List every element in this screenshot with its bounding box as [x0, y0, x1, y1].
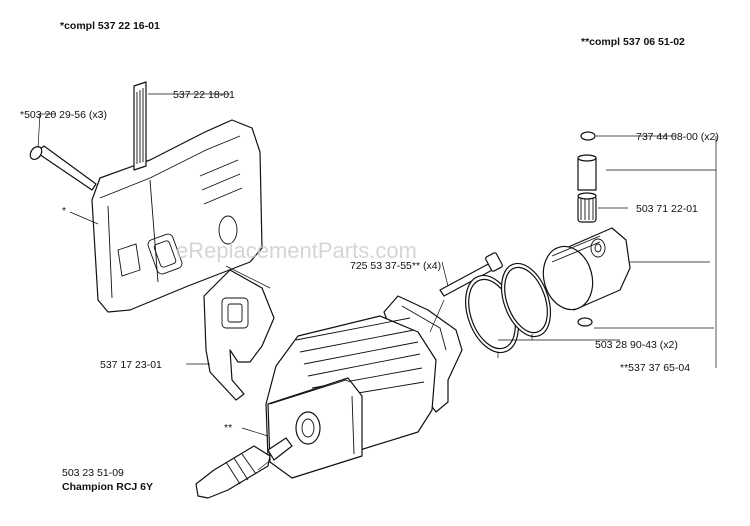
- label-circlip: 737 44 08-00 (x2): [636, 131, 719, 143]
- leader-lines: [37, 93, 717, 471]
- label-cylinder-marker: **: [224, 422, 232, 434]
- needle-bearing: [577, 192, 597, 223]
- piston-pin: [577, 154, 597, 191]
- label-spark-plug-number: 503 23 51-09: [62, 467, 124, 479]
- label-needle-bearing: 503 71 22-01: [636, 203, 698, 215]
- piston-rings: [465, 262, 552, 354]
- label-heat-shield: 537 22 18-01: [173, 89, 235, 101]
- label-gasket: 537 17 23-01: [100, 359, 162, 371]
- watermark-text: eReplacementParts.com: [176, 238, 417, 263]
- heat-shield-strip: [133, 81, 147, 171]
- cylinder-screw: [439, 252, 503, 297]
- label-piston-kit: **537 37 65-04: [620, 362, 690, 374]
- circlip-top: [580, 131, 596, 141]
- muffler-screw: [29, 145, 97, 191]
- label-muffler-screw: *503 20 29-56 (x3): [20, 109, 107, 121]
- muffler-gasket: [203, 269, 275, 401]
- piston: [542, 227, 631, 311]
- label-muffler-marker: *: [62, 205, 66, 217]
- label-cylinder-screw: 725 53 37-55** (x4): [350, 260, 441, 272]
- cylinder: [265, 295, 463, 479]
- label-compl-top-left: *compl 537 22 16-01: [60, 20, 160, 32]
- label-piston-ring: 503 28 90-43 (x2): [595, 339, 678, 351]
- label-spark-plug-name: Champion RCJ 6Y: [62, 481, 153, 493]
- circlip-bottom: [577, 317, 593, 327]
- label-compl-top-right: **compl 537 06 51-02: [581, 36, 685, 48]
- spark-plug: [195, 437, 293, 499]
